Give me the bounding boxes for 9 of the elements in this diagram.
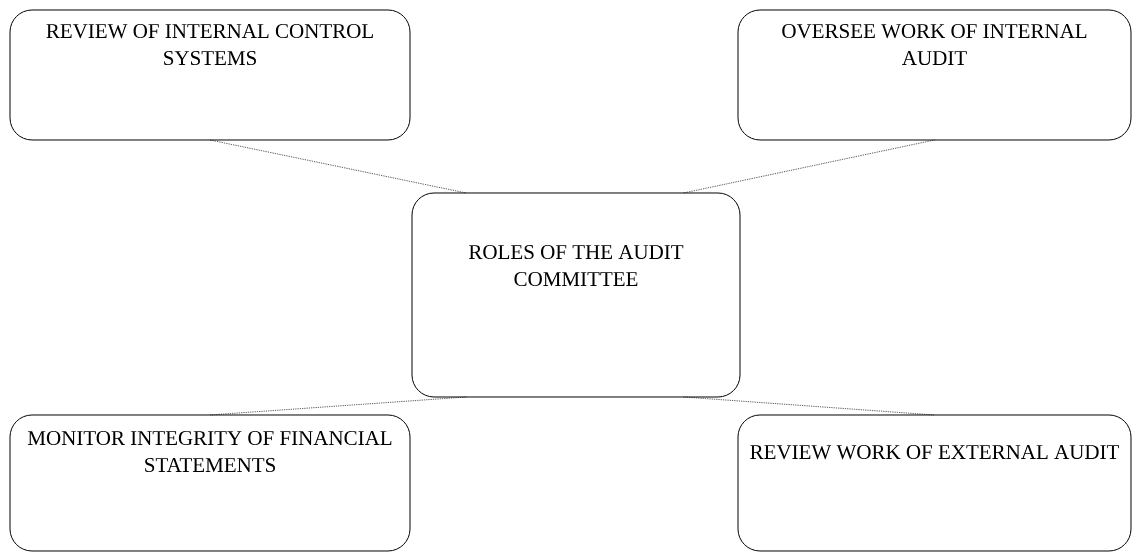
text-box: MONITOR INTEGRITY OF FINANCIAL STATEMENTS bbox=[9, 414, 411, 552]
text-box: REVIEW WORK OF EXTERNAL AUDIT bbox=[737, 414, 1132, 552]
text-box: REVIEW OF INTERNAL CONTROL SYSTEMS bbox=[9, 9, 411, 141]
text-box: ROLES OF THE AUDIT COMMITTEE bbox=[411, 192, 741, 398]
connector-line bbox=[209, 396, 467, 416]
connector-line bbox=[683, 396, 935, 416]
connector-line bbox=[683, 139, 935, 194]
connector-line bbox=[209, 139, 467, 194]
text-box: OVERSEE WORK OF INTERNAL AUDIT bbox=[737, 9, 1132, 141]
